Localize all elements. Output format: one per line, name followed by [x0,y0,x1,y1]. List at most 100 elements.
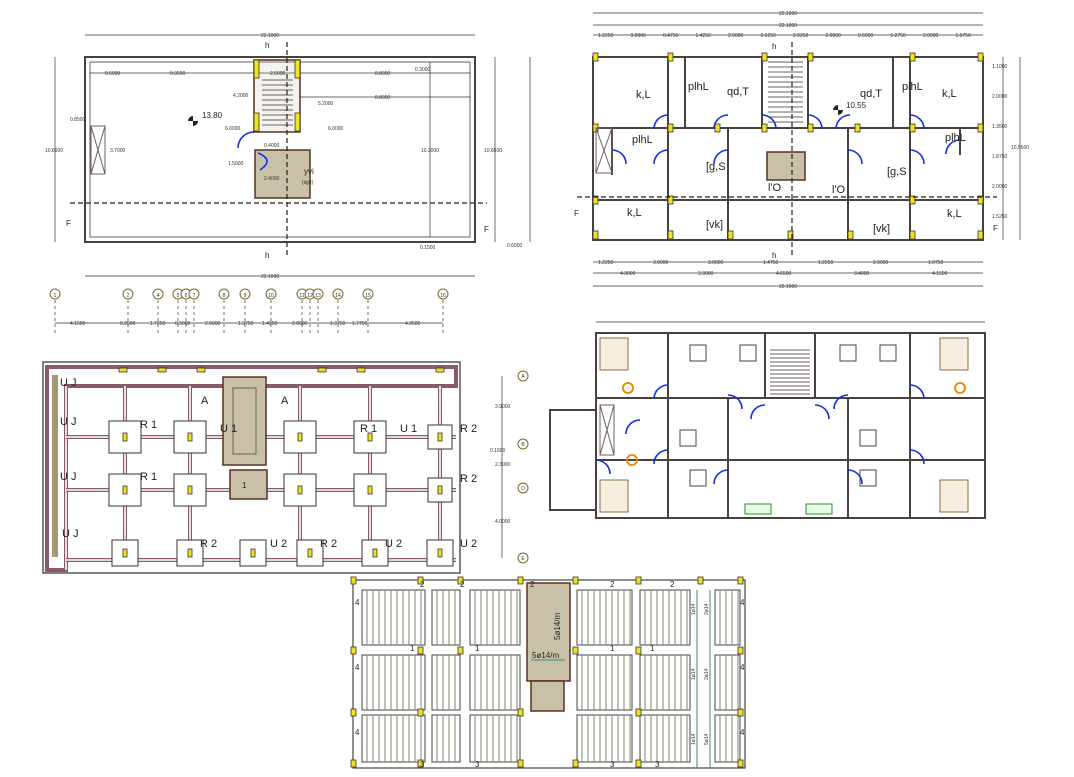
dimension-text: 1.5250 [992,214,1008,220]
stair-room [254,149,311,199]
column [457,646,464,655]
footing-label: R 1 [140,471,157,483]
room-label: plhL [688,81,709,93]
column [356,367,366,373]
grid-axis-label: 13 [315,293,321,299]
slab-panel [639,714,691,763]
column [350,576,357,585]
column [187,485,193,495]
door-swing [727,394,743,410]
grid-axis-label: 11 [299,293,304,299]
furnished-plan [549,321,986,519]
room-label: k,L [942,88,957,100]
bed [939,479,969,513]
dimension-text: 2.0000 [292,321,308,327]
dimension-text: 0.1500 [420,245,436,251]
column [417,646,424,655]
column [122,432,128,442]
dimension-text: 1.0750 [928,260,944,266]
bar-mark: 4 [355,663,360,672]
door-swing [653,149,669,165]
slab-panel [576,589,633,646]
dimension-text: 3.9000 [495,404,511,410]
door-swing [237,131,255,149]
column [737,759,744,768]
dimension-text: 4.6500 [776,271,792,277]
dimension-text: 6.0000 [328,126,344,132]
column [977,230,984,240]
column [122,548,128,558]
slab-panel [361,654,426,711]
dimension-text: 8.8000 [375,71,391,77]
dimension-text: 3.3000 [698,271,714,277]
armchair [679,429,697,447]
footing-label: R 1 [140,419,157,431]
inner-height-dim: 10.3000 [421,148,439,154]
dimension-text: 1.4250 [696,33,712,39]
dimension-text: 4.1500 [70,321,86,327]
footing-label: R 2 [200,538,217,550]
dimension-text: 3.0000 [708,260,724,266]
bar-mark: 1 [610,644,615,653]
rebar-label: 2ø14 [704,603,710,615]
armchair [689,469,707,487]
column [187,432,193,442]
dimension-text: 2.5000 [270,71,286,77]
slab-panel [714,654,741,711]
dimension-text: 10.6500 [484,148,502,154]
column [635,576,642,585]
footing-label: U J [60,416,77,428]
section-label: F [574,209,579,218]
section-label: F [993,224,998,233]
column [667,195,674,205]
footing-label: U J [62,528,79,540]
section-label: h [265,251,269,260]
grid-axis-bubble [265,288,277,300]
dimension-text: 1.2250 [598,260,614,266]
dimension-text: 2.0000 [923,33,939,39]
rebar-label: 5ø14/m [532,651,559,660]
grid-axis-label: 9 [244,293,247,299]
grid-axis-bubble [122,288,134,300]
balcony [549,409,597,511]
dimension-text: 2.0000 [728,33,744,39]
grid-axis-label: 10 [268,293,274,299]
dimension-text: 0.1500 [490,448,506,454]
slab-panel [576,654,633,711]
rebar-label: 5ø14/m [553,613,562,640]
planter [805,503,833,515]
slab-panel [714,714,741,763]
column [737,576,744,585]
dimension-text: 0.4000 [264,143,280,149]
planter [744,503,772,515]
bar-mark: 3 [610,760,615,769]
slab-panel [431,654,461,711]
column [737,646,744,655]
rebar-label: 5ø14 [704,733,710,745]
column [437,432,443,442]
column [787,230,794,240]
dimension-text: 22.1000 [779,284,797,290]
bed [599,479,629,513]
row-axis-bubble [517,370,529,382]
dimension-text: 22.1000 [779,23,797,29]
footing-label: A [201,395,209,407]
grid-axis-label: 15 [365,293,371,299]
column [517,759,524,768]
row-axis-label: A [521,374,525,380]
slab-panel [469,589,521,646]
grid-axis-bubble [437,288,449,300]
grid-axis-label: 16 [440,293,446,299]
room-label: plhL [632,134,653,146]
dimension-text: 1.5000 [228,161,244,167]
door-swing [847,149,863,165]
door-swing [833,394,849,410]
dimension-text: 2.3000 [495,462,511,468]
section-label: F [66,219,71,228]
grid-axis-bubble [239,288,251,300]
column [667,230,674,240]
bed [599,337,629,371]
dimension-text: 4.1500 [932,271,948,277]
